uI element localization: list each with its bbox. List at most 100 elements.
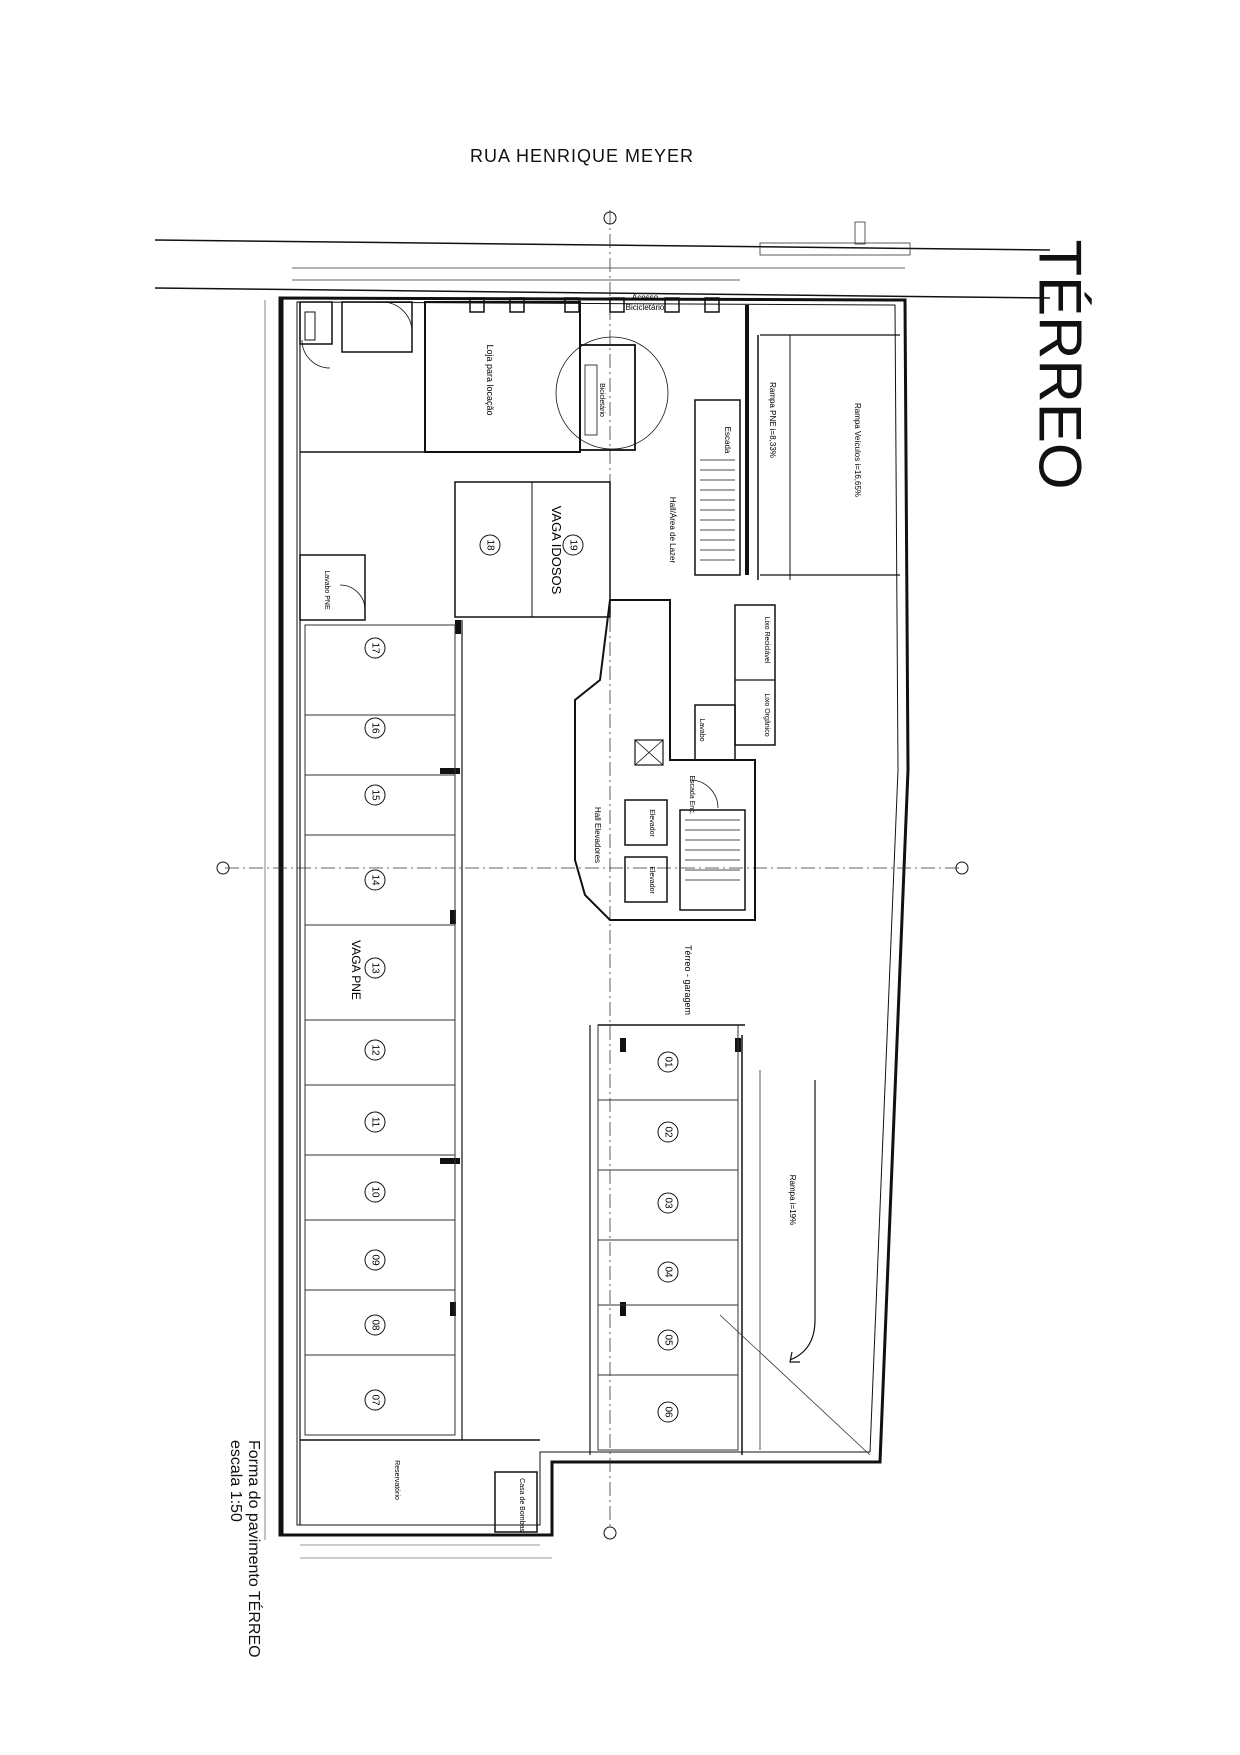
parking-spot-marker xyxy=(364,1111,386,1133)
stair-treads xyxy=(700,459,735,561)
parking-label-elderly: VAGA IDOSOS xyxy=(549,506,564,595)
parking-spot-marker xyxy=(657,1051,679,1073)
parking-spot-number: 19 xyxy=(568,539,579,551)
utility-box-inner xyxy=(304,311,316,341)
axis-marker-right xyxy=(955,861,969,875)
axis-marker-top xyxy=(603,211,617,225)
room-label-bike-access-1: Acesso xyxy=(632,293,659,302)
shop-room-outline xyxy=(424,301,581,453)
room-label-wash: Lavabo xyxy=(698,719,705,742)
parking-spot-marker xyxy=(364,1249,386,1271)
street-name: RUA HENRIQUE MEYER xyxy=(470,146,695,166)
axis-marker-bottom xyxy=(603,1526,617,1540)
street-line-bottom xyxy=(154,287,1051,299)
parking-spot-number: 09 xyxy=(370,1254,381,1266)
parking-spot-marker xyxy=(364,717,386,739)
parking-spot-number: 04 xyxy=(663,1266,674,1278)
parking-spot-marker xyxy=(364,784,386,806)
parking-label-pne: VAGA PNE xyxy=(349,940,363,1000)
bike-rack xyxy=(584,364,598,436)
bike-access-circle xyxy=(555,336,669,450)
parking-spot-number: 18 xyxy=(485,539,496,551)
room-label-leisure: Hall/Área de Lazer xyxy=(668,497,677,564)
room-label-garage: Térreo - garagem xyxy=(683,945,693,1015)
top-wall-openings xyxy=(469,297,720,313)
room-label-recyclables: Lixo Reciclável xyxy=(763,617,770,664)
room-label-fire-stair: Escada Enc. xyxy=(688,775,695,814)
parking-spot-marker xyxy=(364,957,386,979)
room-label-shop: Loja para locação xyxy=(485,344,495,415)
elevator-2-shaft xyxy=(624,856,668,903)
parking-spot-number: 08 xyxy=(370,1319,381,1331)
parking-spot-number: 05 xyxy=(663,1334,674,1346)
fire-stair-door-arc xyxy=(689,779,719,809)
left-parking-bays xyxy=(304,624,456,1436)
entrance-door-arc xyxy=(381,301,413,333)
room-label-pne-wc: Lavabo PNE xyxy=(323,570,330,610)
parking-spot-marker xyxy=(364,1039,386,1061)
parking-spot-marker xyxy=(364,1389,386,1411)
shaft-cross-2 xyxy=(634,739,664,766)
parking-spot-marker xyxy=(657,1401,679,1423)
room-label-pump-house: Casa de Bombas xyxy=(518,1478,525,1532)
right-parking-bays xyxy=(597,1024,739,1451)
parking-spot-marker xyxy=(657,1192,679,1214)
room-label-vehicle-ramp: Rampa Veículos i=16,65% xyxy=(853,403,862,497)
parking-spot-number: 11 xyxy=(370,1117,381,1128)
side-door-arc xyxy=(301,339,331,369)
core-outline xyxy=(574,599,756,921)
parking-spot-marker xyxy=(479,534,501,556)
lower-ramp-arrowhead xyxy=(789,1351,800,1363)
utility-box xyxy=(299,301,333,345)
room-label-elevator-1: Elevador xyxy=(648,809,655,837)
bike-room-outline xyxy=(579,344,636,451)
parking-spot-marker xyxy=(364,1314,386,1336)
parking-spot-number: 13 xyxy=(370,962,381,974)
room-label-reservoir: Reservatório xyxy=(393,1460,400,1500)
room-label-bike-access-2: Bicicletário xyxy=(626,303,665,312)
parking-spot-marker xyxy=(657,1329,679,1351)
plan-caption: Forma do pavimento TÉRREO escala 1:50 xyxy=(226,1440,262,1658)
lower-ramp-diagonal xyxy=(719,1314,871,1456)
plan-caption-line2: escala 1:50 xyxy=(227,1440,244,1522)
parking-spot-marker xyxy=(657,1121,679,1143)
parking-spot-number: 02 xyxy=(663,1126,674,1138)
plan-caption-line1: Forma do pavimento TÉRREO xyxy=(245,1440,262,1658)
parking-spot-number: 16 xyxy=(370,722,381,734)
lower-ramp-arrow xyxy=(789,1080,816,1361)
dimension-mark xyxy=(854,221,866,245)
parking-spot-number: 14 xyxy=(370,874,381,886)
street-line-top xyxy=(154,239,1051,251)
room-label-elevator-hall: Hall Elevadores xyxy=(593,807,602,863)
axis-marker-left xyxy=(216,861,230,875)
room-label-elevator-2: Elevador xyxy=(648,866,655,894)
parking-spot-number: 10 xyxy=(370,1186,381,1198)
garbage-rooms-outline xyxy=(734,604,776,746)
fire-stair-treads xyxy=(685,819,740,881)
fire-stair-outline xyxy=(679,809,746,911)
parking-spot-marker xyxy=(562,534,584,556)
pne-wc-door-arc xyxy=(339,584,366,611)
stair-outline xyxy=(694,399,741,576)
dimension-box xyxy=(759,242,911,256)
building-inner-outline xyxy=(296,301,899,1526)
parking-spot-number: 07 xyxy=(370,1394,381,1406)
parking-spot-number: 12 xyxy=(370,1044,381,1056)
parking-spot-marker xyxy=(364,637,386,659)
shaft-box xyxy=(634,739,664,766)
parking-spot-marker xyxy=(364,1181,386,1203)
pne-wc-outline xyxy=(299,554,366,621)
parking-spot-number: 17 xyxy=(370,642,381,654)
parking-spot-number: 01 xyxy=(663,1056,674,1068)
pump-house-outline xyxy=(494,1471,538,1533)
parking-spot-marker xyxy=(657,1261,679,1283)
room-label-pne-ramp: Rampa PNE i=8,33% xyxy=(768,382,777,458)
parking-spot-number: 06 xyxy=(663,1406,674,1418)
parking-spot-marker xyxy=(364,869,386,891)
elevator-1-shaft xyxy=(624,799,668,846)
parking-spot-number: 15 xyxy=(370,789,381,801)
room-label-stair: Escada xyxy=(723,427,732,454)
